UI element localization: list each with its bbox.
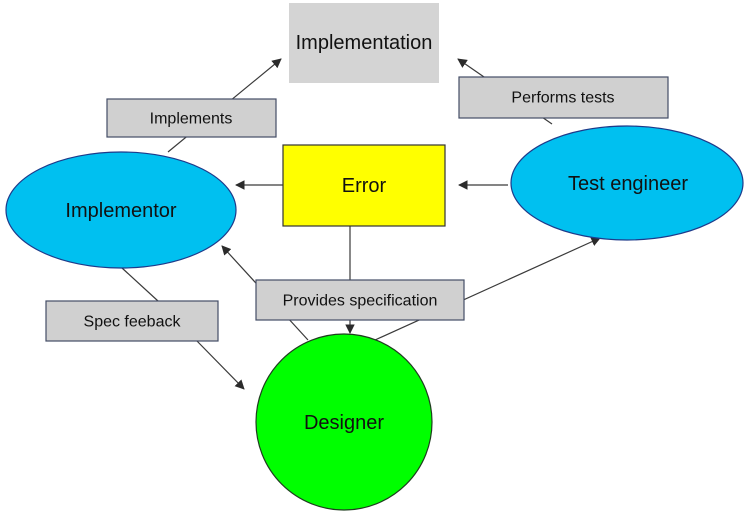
spec-feedback-tag: [45, 300, 219, 342]
edge-label-implements: Implements: [106, 98, 277, 138]
line-implementor-to-spec-feedback: [121, 267, 159, 302]
error-box: [282, 144, 446, 227]
arrow-designer-to-test-engineer: [374, 237, 601, 341]
node-designer: Designer: [255, 333, 433, 511]
edge-label-provides-specification: Provides specification: [255, 279, 465, 321]
arrow-spec-feedback-to-designer: [195, 339, 245, 390]
node-error: Error: [282, 144, 446, 227]
node-implementor: Implementor: [5, 151, 237, 269]
node-implementation: Implementation: [289, 3, 439, 83]
performs-tests-label: Performs tests: [511, 90, 614, 107]
implementor-label: Implementor: [65, 200, 176, 222]
test-engineer-label: Test engineer: [568, 173, 688, 195]
implements-tag: [106, 98, 277, 138]
provides-specification-label: Provides specification: [283, 293, 438, 310]
implementation-label: Implementation: [296, 32, 433, 54]
test-engineer-ellipse: [510, 125, 744, 241]
performs-tests-tag: [458, 76, 669, 119]
node-test-engineer: Test engineer: [510, 125, 744, 241]
designer-label: Designer: [304, 412, 384, 434]
provides-specification-tag: [255, 279, 465, 321]
edge-label-spec-feedback: Spec feeback: [45, 300, 219, 342]
implementor-ellipse: [5, 151, 237, 269]
spec-feedback-label: Spec feeback: [84, 314, 182, 331]
implementation-box: [289, 3, 439, 83]
designer-circle: [255, 333, 433, 511]
implements-label: Implements: [150, 111, 233, 128]
error-label: Error: [342, 175, 387, 197]
edge-label-performs-tests: Performs tests: [458, 76, 669, 119]
